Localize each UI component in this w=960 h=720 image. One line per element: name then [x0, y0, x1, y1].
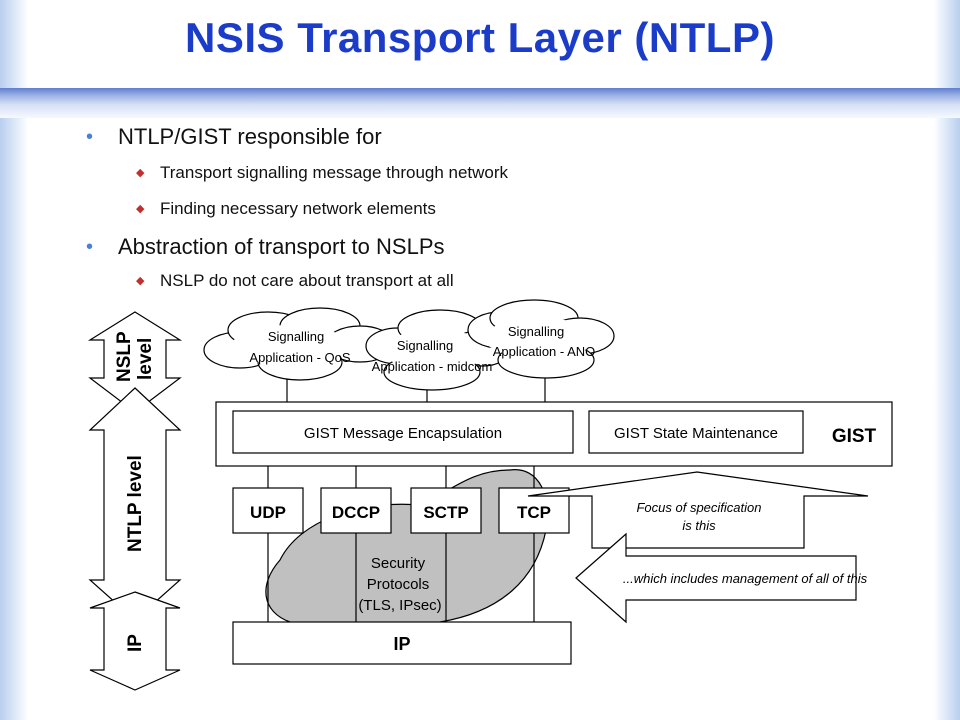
security-line2: Protocols — [367, 576, 430, 593]
right-edge-gradient — [934, 0, 960, 720]
connector-lines — [267, 372, 546, 622]
cloud-ano-line2: Application - ANO — [493, 344, 596, 359]
udp-label: UDP — [250, 503, 286, 522]
ip-level-label: IP — [125, 634, 146, 652]
bullet-text: NTLP/GIST responsible for — [118, 124, 382, 149]
title-underline-bar — [0, 88, 960, 118]
cloud-midcom-line1: Signalling — [397, 338, 453, 353]
ip-box-label: IP — [393, 634, 410, 654]
focus-line1: Focus of specification — [636, 500, 761, 515]
bullet-list: • NTLP/GIST responsible for ◆ Transport … — [80, 122, 880, 294]
sub-bullet-text: Finding necessary network elements — [160, 199, 436, 218]
gist-state-label: GIST State Maintenance — [614, 425, 778, 442]
udp-box — [232, 487, 304, 534]
ip-level-arrow — [89, 591, 181, 691]
cloud-ano-line1: Signalling — [508, 324, 564, 339]
gist-label: GIST — [832, 426, 877, 447]
cloud-midcom — [365, 309, 513, 391]
cloud-qos-line2: Application - QoS — [249, 350, 350, 365]
dccp-box — [320, 487, 392, 534]
sctp-label: SCTP — [423, 503, 468, 522]
cloud-midcom-line2: Application - midcom — [372, 359, 493, 374]
gist-state-box — [588, 410, 804, 454]
security-line3: (TLS, IPsec) — [358, 597, 441, 614]
focus-arrow — [527, 471, 869, 549]
left-edge-gradient — [0, 0, 28, 720]
gist-encapsulation-box — [232, 410, 574, 454]
cloud-qos — [203, 307, 395, 381]
tcp-label: TCP — [517, 503, 551, 522]
nslp-level-label-2: level — [135, 338, 156, 380]
includes-text: ...which includes management of all of t… — [623, 571, 868, 586]
bullet-dot-icon: • — [86, 236, 94, 258]
security-line1: Security — [371, 555, 426, 572]
sub-bullet-item: ◆ Finding necessary network elements — [80, 196, 880, 222]
sub-bullet-item: ◆ Transport signalling message through n… — [80, 160, 880, 186]
sub-bullet-text: Transport signalling message through net… — [160, 163, 509, 182]
sctp-box — [410, 487, 482, 534]
dccp-label: DCCP — [332, 503, 380, 522]
nslp-level-label: NSLP — [114, 331, 135, 382]
cloud-ano — [467, 299, 615, 379]
gist-encapsulation-label: GIST Message Encapsulation — [304, 425, 502, 442]
cloud-qos-line1: Signalling — [268, 329, 324, 344]
sub-bullet-item: ◆ NSLP do not care about transport at al… — [80, 268, 880, 294]
diamond-bullet-icon: ◆ — [136, 275, 145, 287]
bullet-item: • NTLP/GIST responsible for — [80, 122, 880, 152]
level-arrows — [87, 311, 183, 691]
diamond-bullet-icon: ◆ — [136, 167, 145, 179]
bullet-text: Abstraction of transport to NSLPs — [118, 234, 445, 259]
includes-arrow — [575, 532, 857, 624]
bullet-item: • Abstraction of transport to NSLPs — [80, 232, 880, 262]
focus-line2: is this — [682, 518, 716, 533]
slide-title: NSIS Transport Layer (NTLP) — [185, 14, 775, 61]
ntlp-level-label: NTLP level — [125, 455, 146, 552]
ip-box — [232, 621, 572, 665]
diamond-bullet-icon: ◆ — [136, 203, 145, 215]
sub-bullet-text: NSLP do not care about transport at all — [160, 271, 454, 290]
bullet-dot-icon: • — [86, 126, 94, 148]
